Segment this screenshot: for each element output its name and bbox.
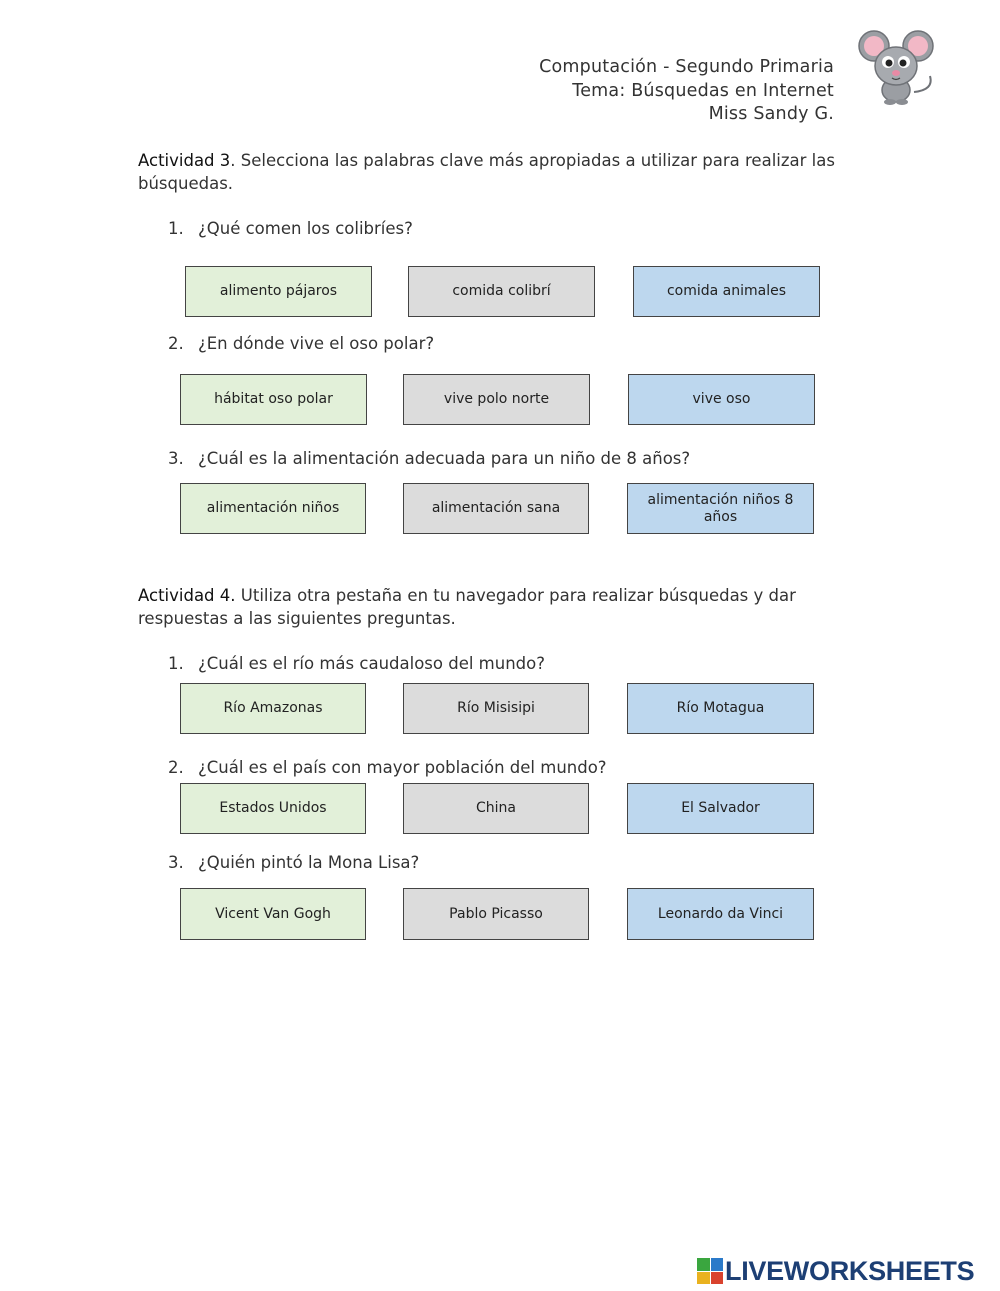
activity-4-q1-option-1[interactable]: Río Amazonas (180, 683, 366, 734)
activity-4-q2-option-2[interactable]: China (403, 783, 589, 834)
activity-4-label: Actividad 4. (138, 586, 236, 605)
activity-4-q3-option-3[interactable]: Leonardo da Vinci (627, 888, 814, 940)
activity-3-q2-option-1[interactable]: hábitat oso polar (180, 374, 367, 425)
activity-4-q1-option-2[interactable]: Río Misisipi (403, 683, 589, 734)
mouse-icon (858, 30, 934, 105)
activity-4-text: Utiliza otra pestaña en tu navegador par… (138, 586, 796, 628)
activity-3-q3-option-1[interactable]: alimentación niños (180, 483, 366, 534)
activity-4-q3-option-2[interactable]: Pablo Picasso (403, 888, 589, 940)
activity-3-text: . Selecciona las palabras clave más apro… (138, 151, 835, 193)
liveworksheets-brand: LIVEWORKSHEETS (697, 1255, 975, 1286)
activity-3-q2-option-3[interactable]: vive oso (628, 374, 815, 425)
activity-4-q2-option-1[interactable]: Estados Unidos (180, 783, 366, 834)
activity-3-question-2: 2.¿En dónde vive el oso polar? (168, 334, 435, 353)
activity-4-instructions: Actividad 4. Utiliza otra pestaña en tu … (138, 584, 848, 630)
teacher-name: Miss Sandy G. (708, 104, 834, 124)
activity-4-q2-option-3[interactable]: El Salvador (627, 783, 814, 834)
activity-3-q3-option-2[interactable]: alimentación sana (403, 483, 589, 534)
liveworksheets-logo-icon (697, 1258, 723, 1284)
activity-3-label: Actividad 3 (138, 151, 231, 170)
activity-3-q2-option-2[interactable]: vive polo norte (403, 374, 590, 425)
activity-3-q3-option-3[interactable]: alimentación niños 8 años (627, 483, 814, 534)
brand-name: LIVEWORKSHEETS (725, 1255, 975, 1286)
activity-3-question-1: 1.¿Qué comen los colibríes? (168, 219, 413, 238)
course-title: Computación - Segundo Primaria (539, 57, 834, 77)
activity-3-q1-option-3[interactable]: comida animales (633, 266, 820, 317)
activity-4-question-2: 2.¿Cuál es el país con mayor población d… (168, 758, 607, 777)
activity-3-q1-option-2[interactable]: comida colibrí (408, 266, 595, 317)
activity-4-q3-option-1[interactable]: Vicent Van Gogh (180, 888, 366, 940)
activity-3-instructions: Actividad 3. Selecciona las palabras cla… (138, 149, 848, 195)
worksheet-header: Computación - Segundo Primaria Tema: Bús… (539, 56, 834, 127)
activity-4-question-3: 3.¿Quién pintó la Mona Lisa? (168, 853, 420, 872)
activity-4-question-1: 1.¿Cuál es el río más caudaloso del mund… (168, 654, 545, 673)
activity-4-q1-option-3[interactable]: Río Motagua (627, 683, 814, 734)
activity-3-q1-option-1[interactable]: alimento pájaros (185, 266, 372, 317)
activity-3-question-3: 3.¿Cuál es la alimentación adecuada para… (168, 449, 691, 468)
topic-title: Tema: Búsquedas en Internet (572, 80, 834, 101)
